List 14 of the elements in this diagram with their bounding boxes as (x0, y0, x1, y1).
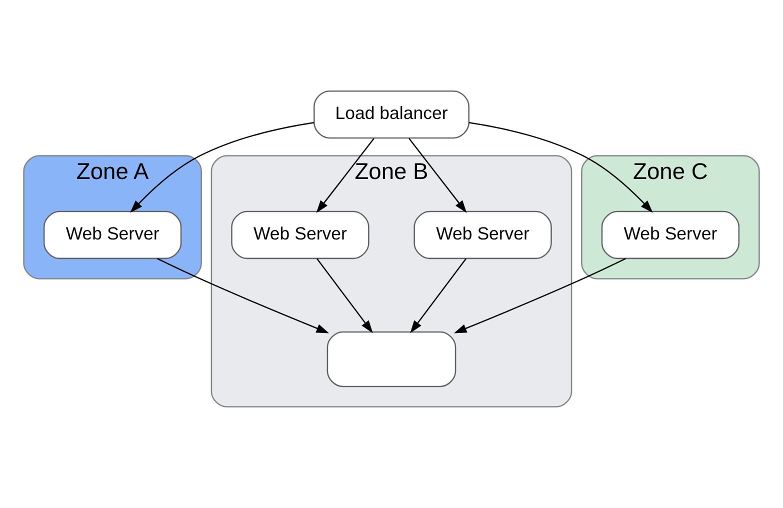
node-box: Web Server (414, 210, 552, 260)
arrow (157, 258, 330, 334)
node-box (326, 331, 456, 388)
arrow (469, 122, 653, 213)
arrow (316, 138, 374, 213)
node-box: Load balancer (314, 90, 470, 139)
node-box: Web Server (231, 210, 370, 260)
arrow (410, 258, 467, 334)
arrow (130, 122, 314, 213)
node-box: Web Server (43, 210, 182, 260)
node-box: Web Server (601, 210, 740, 260)
arrow (316, 258, 373, 334)
arrow (408, 138, 467, 213)
arrow (454, 258, 626, 334)
